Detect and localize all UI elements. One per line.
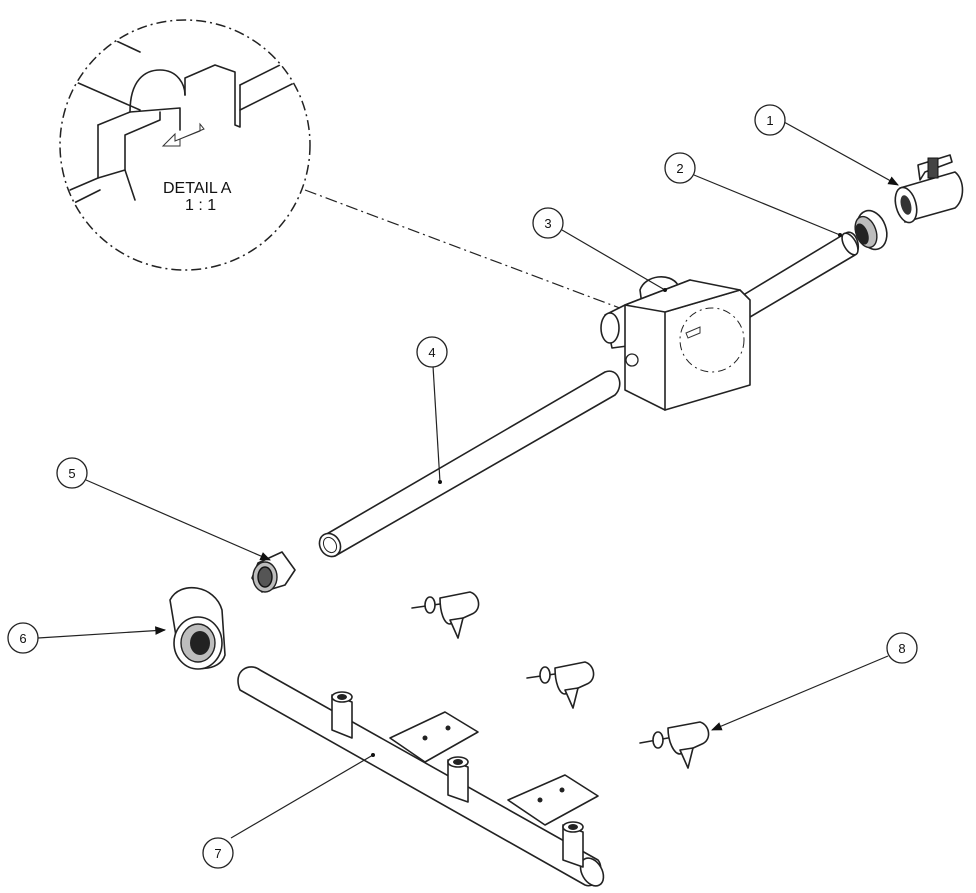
balloon-7: 7 [202,837,234,869]
long-pipe [318,370,621,558]
detail-a-view: DETAIL A 1 : 1 [59,19,311,271]
svg-text:7: 7 [214,846,221,861]
detail-scale: 1 : 1 [185,197,216,214]
svg-text:1: 1 [766,113,773,128]
svg-text:2: 2 [676,161,683,176]
detail-reference-line [304,189,626,311]
balloon-5: 5 [56,457,88,489]
balloon-2: 2 [664,152,696,184]
valve-block [600,276,751,411]
balloon-3: 3 [532,207,564,239]
nozzle-2 [526,661,595,709]
upper-pipe [734,231,860,321]
balloon-8: 8 [886,632,918,664]
svg-text:3: 3 [544,216,551,231]
svg-text:4: 4 [428,345,435,360]
svg-text:5: 5 [68,466,75,481]
svg-text:8: 8 [898,641,905,656]
balloon-6: 6 [7,622,39,654]
leaders [37,121,899,839]
hex-bushing [251,551,296,593]
nozzle-1 [411,591,480,639]
manifold-pipe [237,666,605,887]
nozzle-3 [639,721,710,769]
svg-text:6: 6 [19,631,26,646]
balloon-1: 1 [754,104,786,136]
elbow-fitting [169,586,226,670]
balloon-4: 4 [416,336,448,368]
detail-title: DETAIL A [163,180,232,197]
ball-valve [854,154,964,251]
